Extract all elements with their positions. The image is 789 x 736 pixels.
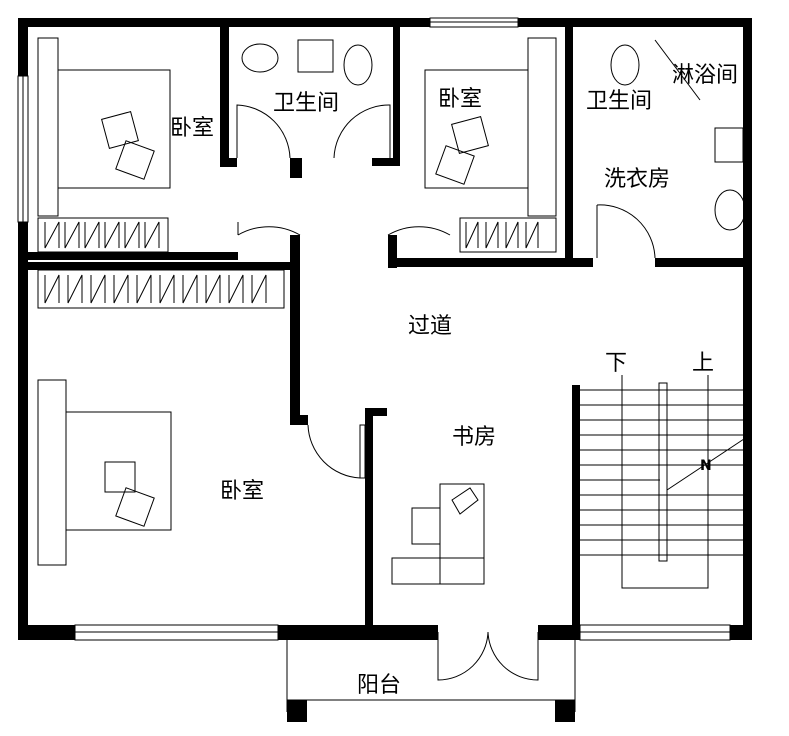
svg-text:N: N (700, 458, 712, 474)
label-shower: 淋浴间 (672, 63, 738, 88)
label-laundry: 洗衣房 (604, 167, 670, 192)
label-stairs-down: 下 (605, 351, 627, 376)
room-labels: 卧室 卫生间 卧室 卫生间 淋浴间 洗衣房 过道 书房 卧室 阳台 下 上 (170, 63, 738, 698)
label-bathroom-top: 卫生间 (273, 91, 339, 116)
staircase: N (580, 375, 751, 589)
walls (18, 18, 752, 640)
label-bedroom-top-middle: 卧室 (438, 87, 482, 112)
label-balcony: 阳台 (357, 673, 401, 698)
study-desk (391, 483, 485, 585)
label-bedroom-bottom: 卧室 (220, 479, 264, 504)
balcony-outline (286, 640, 576, 722)
label-corridor: 过道 (408, 314, 452, 339)
bath-fixtures (241, 39, 746, 231)
beds (37, 37, 557, 566)
windows (17, 17, 731, 641)
doors (236, 104, 656, 681)
wardrobes (37, 217, 557, 309)
label-bedroom-top-left: 卧室 (170, 116, 214, 141)
label-stairs-up: 上 (692, 351, 714, 376)
label-bathroom-right: 卫生间 (586, 89, 652, 114)
label-study: 书房 (452, 425, 496, 450)
